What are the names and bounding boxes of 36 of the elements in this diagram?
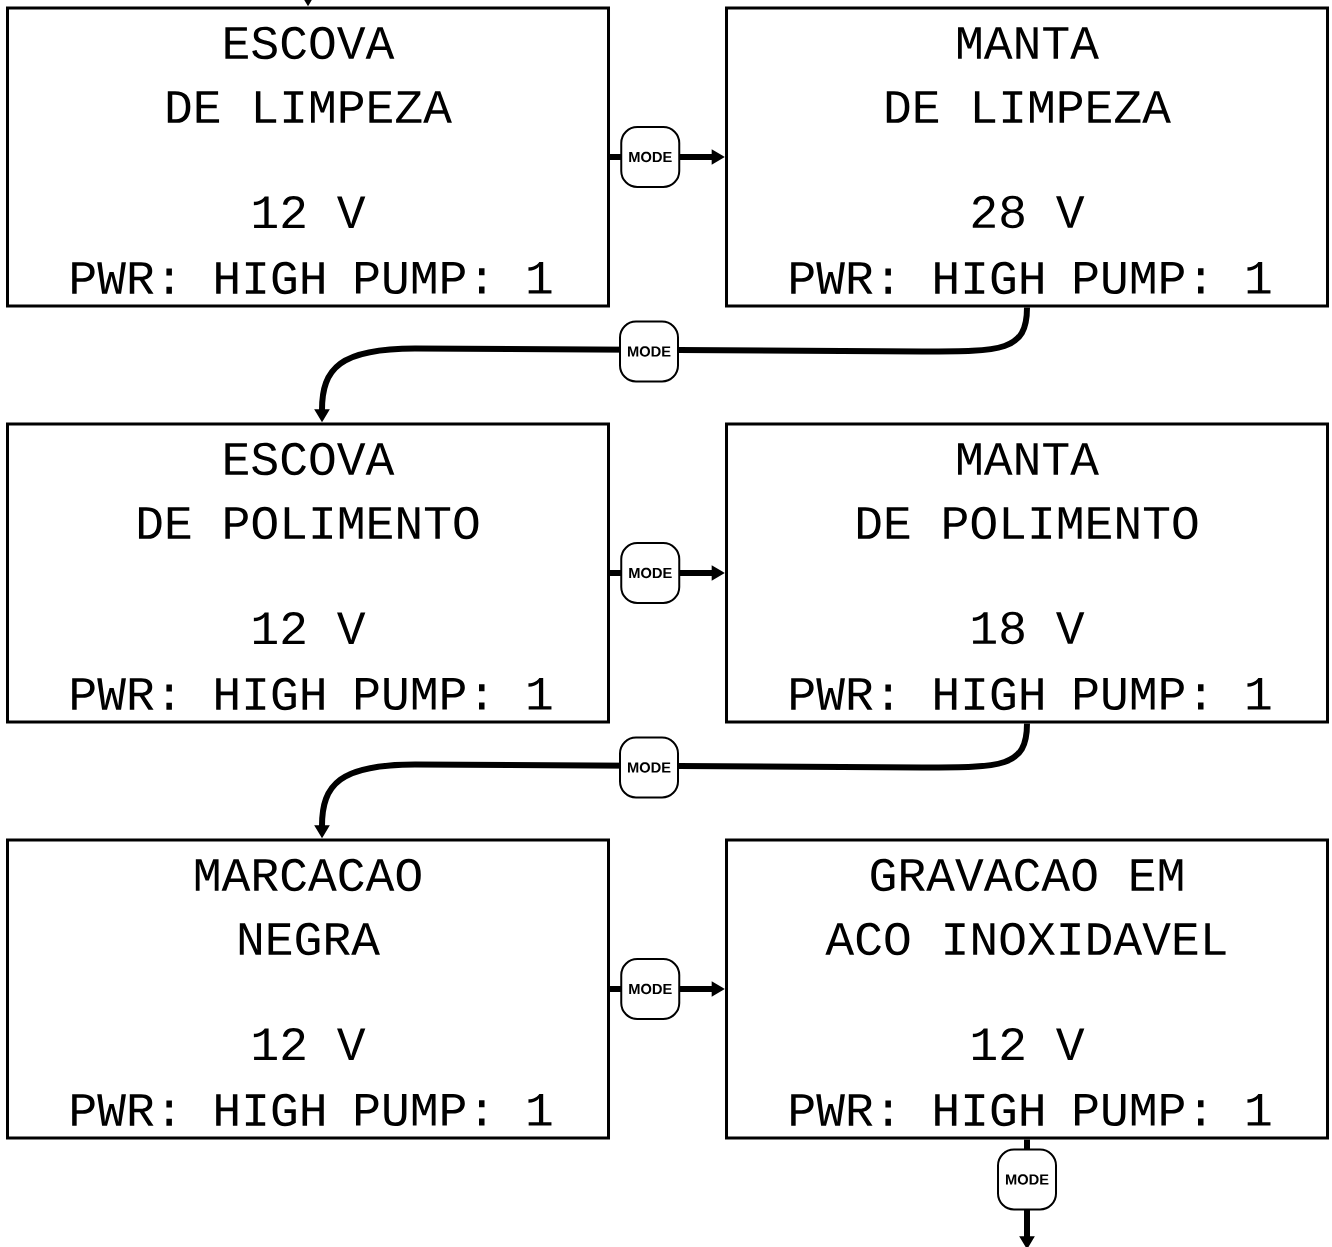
display-text: 12 V [253,1027,366,1061]
display-text: PUMP: 1 [356,1093,552,1127]
display-text: DE LIMPEZA [167,91,452,123]
display-text: NEGRA [239,922,380,956]
display-text: 12 V [253,195,366,229]
display-text: DE LIMPEZA [886,91,1171,123]
display-text: PUMP: 1 [1075,261,1271,295]
display-text: MARCACAO [195,858,421,892]
mode-button: MODE [620,542,681,604]
display-text: 28 V [972,195,1085,229]
display-text: PWR: HIGH [72,677,324,711]
display-text: DE POLIMENTO [139,506,479,540]
mode-button: MODE [620,958,681,1020]
display-text: PWR: HIGH [791,1093,1043,1127]
mode-button: MODE [619,320,679,383]
display-text: 12 V [972,1027,1085,1061]
display-text: PUMP: 1 [356,677,552,711]
display-text: PUMP: 1 [356,261,552,295]
display-text: MANTA [958,27,1099,59]
display-text: ESCOVA [225,26,395,60]
display-text: 12 V [253,611,366,645]
mode-button: MODE [620,126,681,188]
display-text: ESCOVA [225,442,395,476]
display-text: PUMP: 1 [1075,677,1271,711]
display-text: PWR: HIGH [791,677,1043,711]
display-text: GRAVACAO EM [871,858,1183,892]
mode-button: MODE [997,1148,1057,1211]
mode-button: MODE [619,736,679,799]
display-text: 18 V [972,611,1085,645]
display-text: PWR: HIGH [72,1093,324,1127]
display-text: MANTA [958,443,1099,475]
display-text: PWR: HIGH [72,261,324,295]
display-text: PUMP: 1 [1075,1093,1271,1127]
display-text: DE POLIMENTO [858,506,1198,540]
display-text: ACO INOXIDAVEL [825,922,1226,956]
display-text: PWR: HIGH [791,261,1043,295]
